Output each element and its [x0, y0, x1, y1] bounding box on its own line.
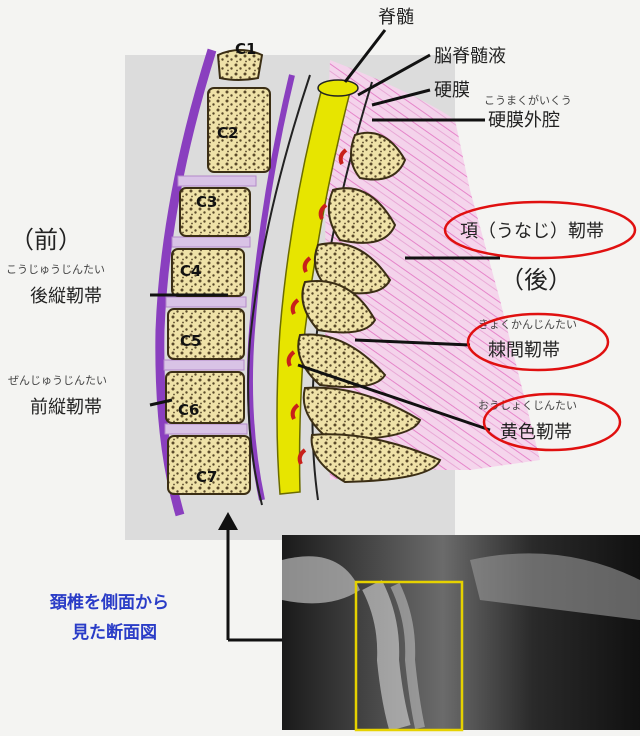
label-posterior: （後） [500, 266, 572, 294]
vertebra-label-c4: C4 [180, 262, 201, 280]
label-all-furigana: ぜんじゅうじんたい [8, 374, 107, 387]
spinal-cord-top [318, 80, 358, 96]
vertebra-label-c1: C1 [235, 40, 256, 58]
vertebra-label-c7: C7 [196, 468, 217, 486]
label-flavum: 黄色靭帯 [500, 422, 572, 443]
label-plll: 後縦靭帯 [30, 286, 102, 307]
label-epidural: 硬膜外腔 [488, 110, 560, 131]
label-dura: 硬膜 [434, 80, 470, 101]
label-epidural-furigana: こうまくがいくう [484, 93, 572, 107]
label-nuchal: 項（うなじ）靭帯 [460, 221, 604, 242]
label-spinal-cord: 脊髄 [378, 7, 414, 28]
label-plll-furigana: こうじゅうじんたい [6, 263, 105, 276]
vertebra-label-c2: C2 [217, 124, 238, 142]
xray-image [282, 535, 640, 730]
vertebra-label-c3: C3 [196, 193, 217, 211]
caption-line-1: 頚椎を側面から [49, 592, 169, 613]
label-csf: 脳脊髄液 [434, 46, 506, 67]
caption-line-2: 見た断面図 [71, 622, 157, 643]
vertebra-label-c6: C6 [178, 401, 199, 419]
label-flavum-furigana: おうしょくじんたい [478, 399, 577, 412]
label-interspinous: 棘間靭帯 [488, 340, 560, 361]
label-all: 前縦靭帯 [30, 397, 102, 418]
label-anterior: （前） [10, 226, 82, 254]
vertebra-label-c5: C5 [180, 332, 201, 350]
